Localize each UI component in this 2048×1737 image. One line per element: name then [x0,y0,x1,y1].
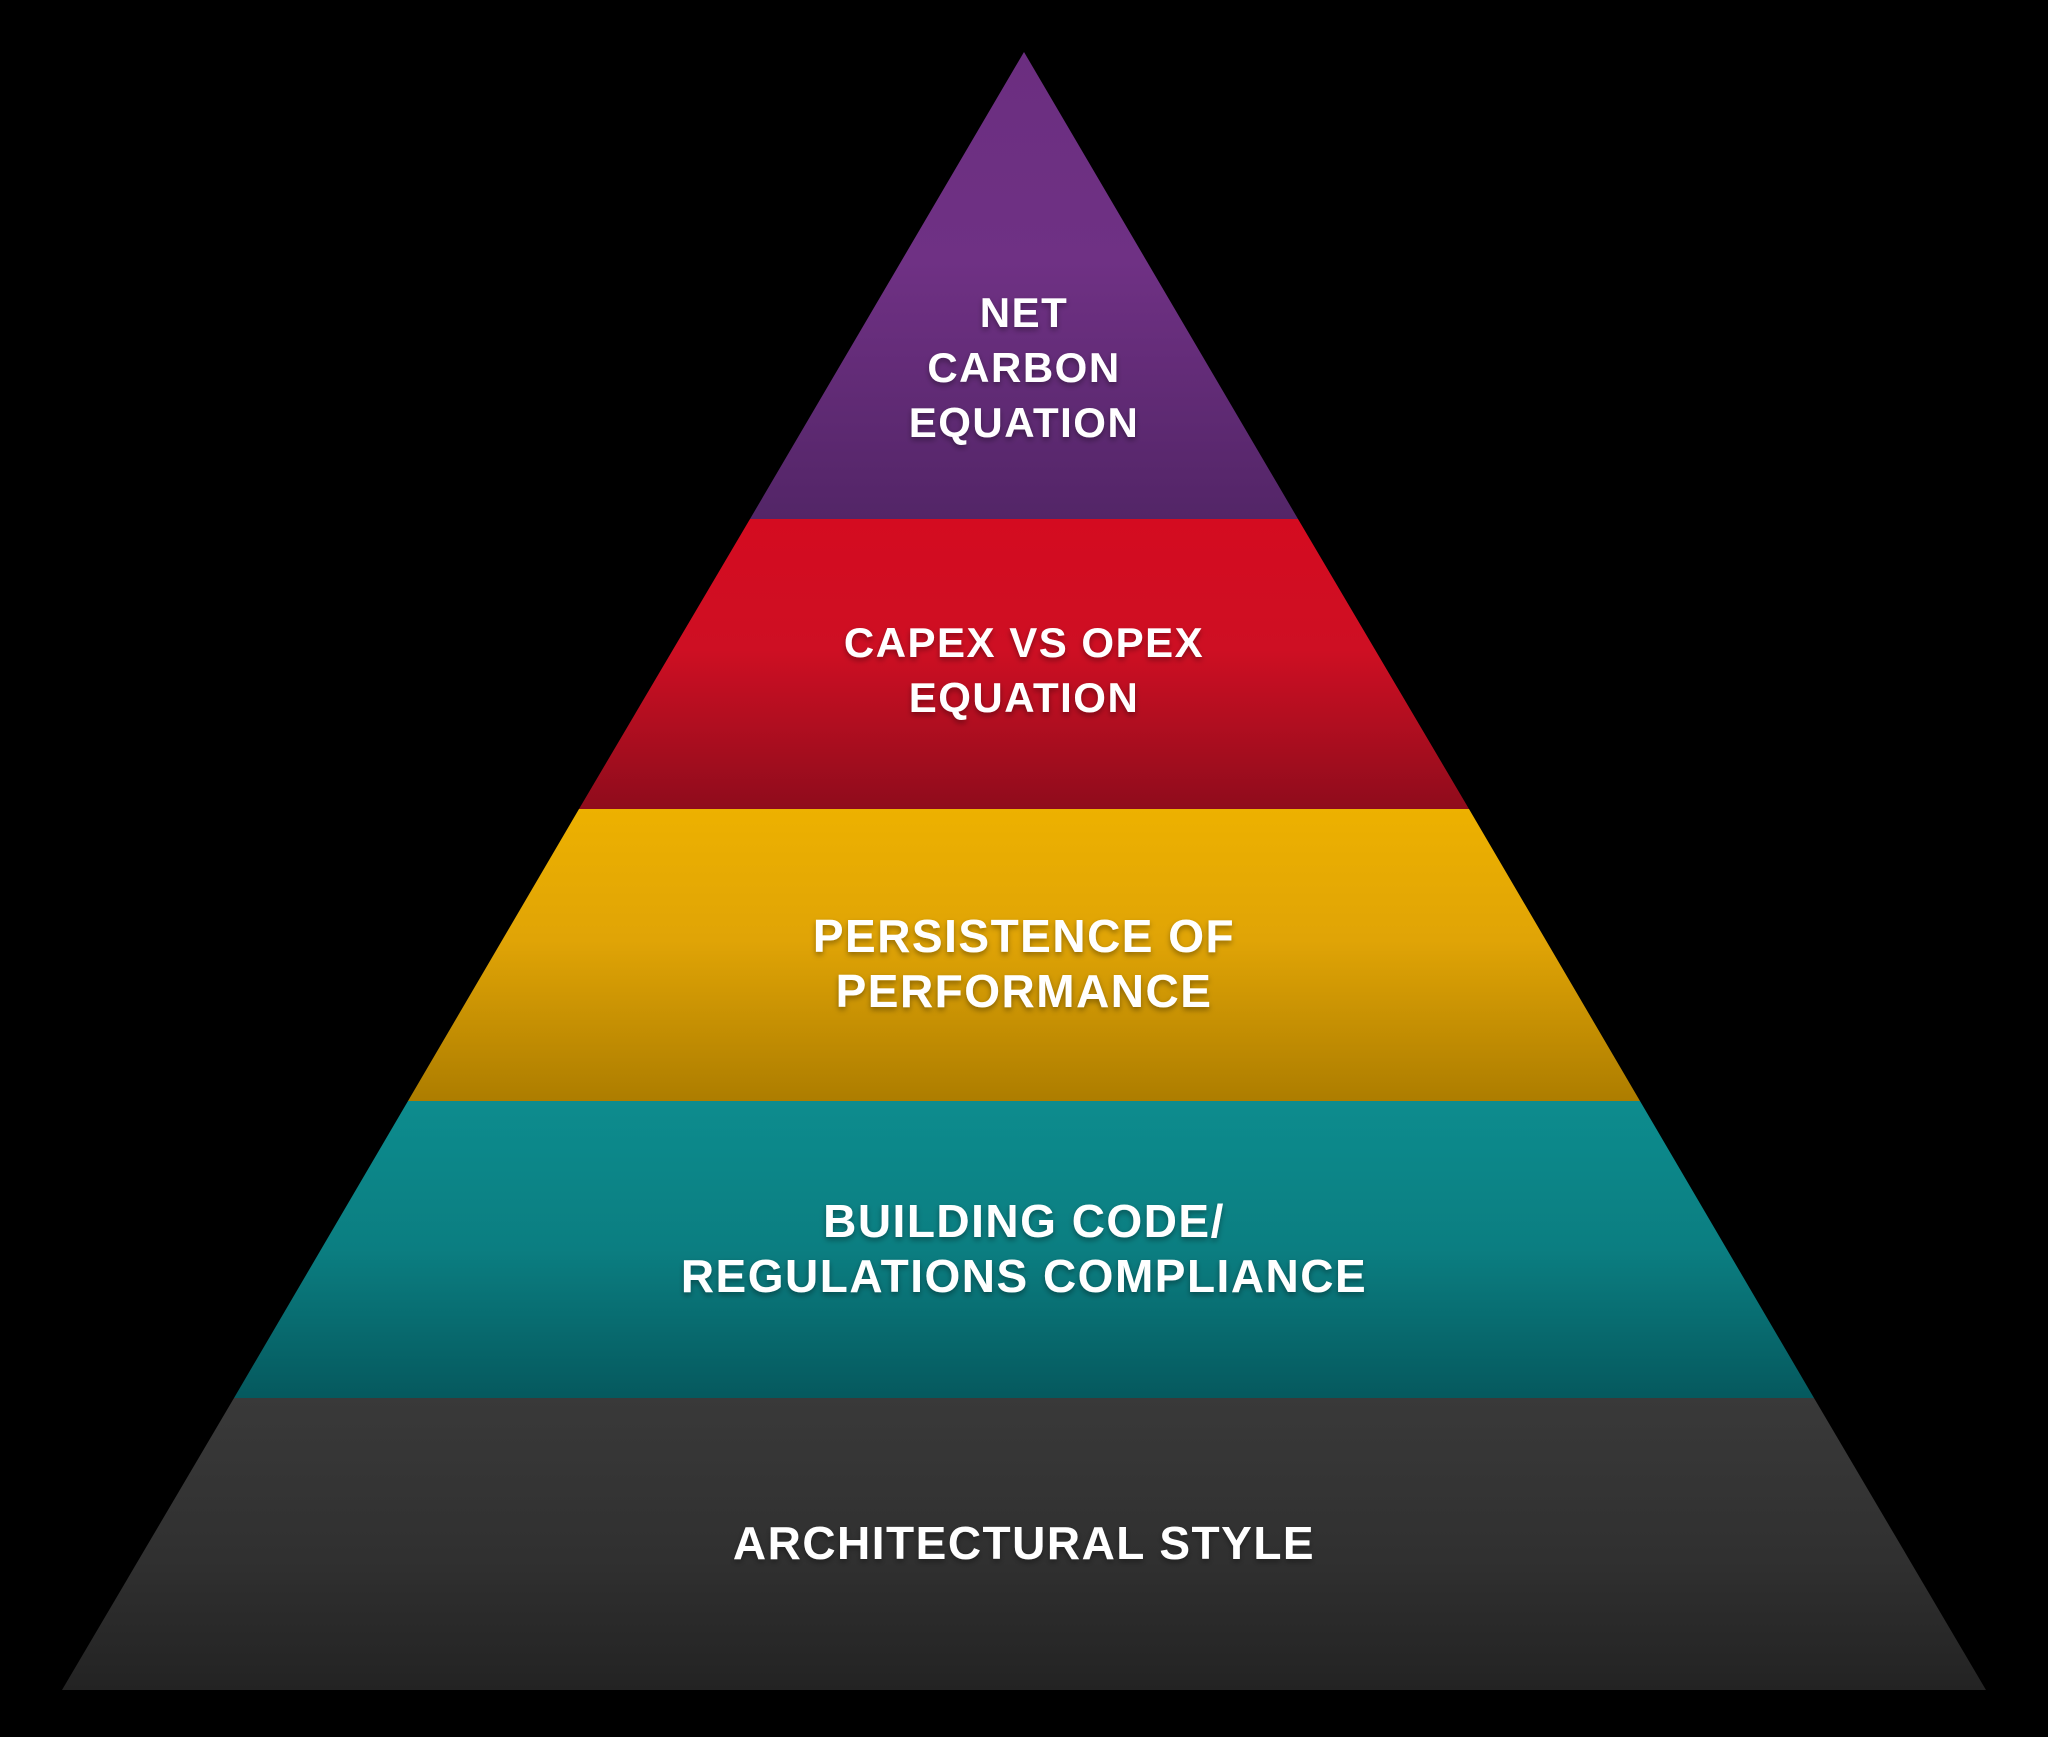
pyramid-level-architectural-style: ARCHITECTURAL STYLE [62,1398,1986,1690]
level-shape-persistence-of-performance [408,809,1640,1101]
level-shape-building-code-regulations-compliance [234,1101,1814,1398]
pyramid-level-capex-vs-opex-equation: CAPEX VS OPEX EQUATION [579,519,1469,809]
pyramid-level-building-code-regulations-compliance: BUILDING CODE/ REGULATIONS COMPLIANCE [234,1101,1814,1398]
pyramid-level-net-carbon-equation: NET CARBON EQUATION [750,52,1298,519]
level-label-line: NET [980,289,1069,336]
level-shape-architectural-style [62,1398,1986,1690]
level-label-line: CARBON [927,344,1120,391]
level-shape-net-carbon-equation [750,52,1298,519]
level-label-line: EQUATION [909,399,1140,446]
pyramid-level-persistence-of-performance: PERSISTENCE OF PERFORMANCE [408,809,1640,1101]
level-label-line: CAPEX VS OPEX [844,619,1204,666]
level-shape-capex-vs-opex-equation [579,519,1469,809]
level-label-line: REGULATIONS COMPLIANCE [681,1250,1367,1302]
level-label-line: PERFORMANCE [836,965,1213,1017]
level-label-line: EQUATION [909,674,1140,721]
level-label-line: BUILDING CODE/ [823,1195,1225,1247]
level-label-line: PERSISTENCE OF [813,910,1235,962]
level-label-line: ARCHITECTURAL STYLE [733,1517,1315,1569]
